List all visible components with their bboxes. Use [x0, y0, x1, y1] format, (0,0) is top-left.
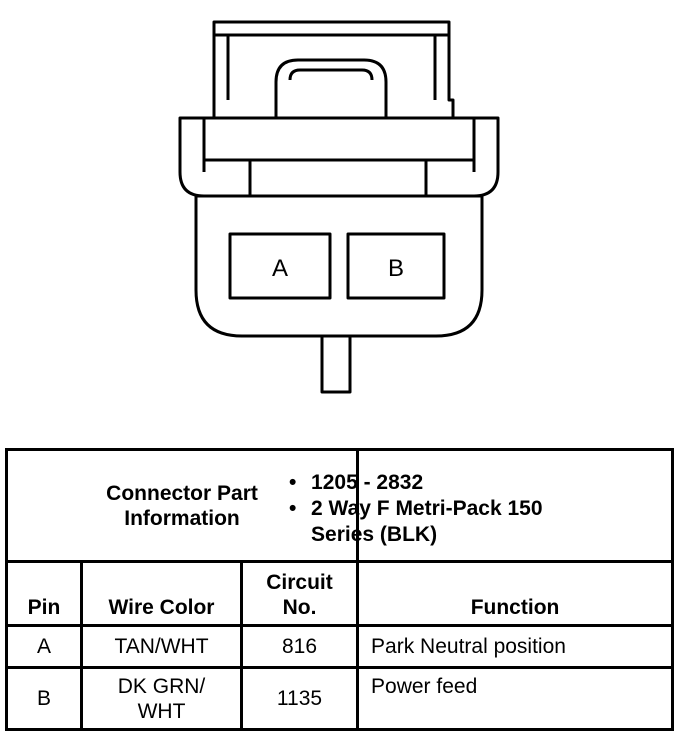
col-header-function: Function	[356, 560, 675, 627]
function-cell: Park Neutral position	[356, 624, 675, 669]
pin-cell: A	[5, 624, 83, 669]
part-numbers-cell: 1205 - 2832 2 Way F Metri-Pack 150 Serie…	[289, 448, 675, 563]
circuit-no-cell: 816	[239, 624, 360, 669]
pin-b-label: B	[388, 255, 404, 282]
pin-a-label: A	[272, 255, 288, 282]
pin-cell: B	[5, 666, 83, 731]
table-row: A TAN/WHT 816 Park Neutral position	[5, 624, 675, 669]
circuit-no-cell: 1135	[239, 666, 360, 731]
part-info-row: Connector Part Information 1205 - 2832 2…	[4, 448, 675, 563]
connector-body	[194, 194, 484, 338]
connector-shroud	[178, 116, 500, 198]
pin-b-cavity	[346, 232, 446, 300]
wire-color-cell: TAN/WHT	[80, 624, 243, 669]
col-header-circuit-no: Circuit No.	[239, 560, 360, 627]
connector-lead	[320, 336, 352, 394]
connector-diagram: A B	[178, 20, 500, 394]
table-row: B DK GRN/ WHT 1135 Power feed	[5, 666, 675, 731]
function-cell: Power feed	[356, 666, 675, 731]
part-number-item: 2 Way F Metri-Pack 150 Series (BLK)	[289, 496, 611, 548]
part-numbers-list: 1205 - 2832 2 Way F Metri-Pack 150 Serie…	[249, 470, 671, 548]
pin-a-cavity	[228, 232, 332, 300]
connector-info-table: Connector Part Information 1205 - 2832 2…	[4, 448, 675, 731]
col-header-wire-color: Wire Color	[80, 560, 243, 627]
part-number-item: 1205 - 2832	[289, 470, 671, 496]
column-header-row: Pin Wire Color Circuit No. Function	[5, 560, 675, 627]
col-header-pin: Pin	[5, 560, 83, 627]
wire-color-cell: DK GRN/ WHT	[80, 666, 243, 731]
